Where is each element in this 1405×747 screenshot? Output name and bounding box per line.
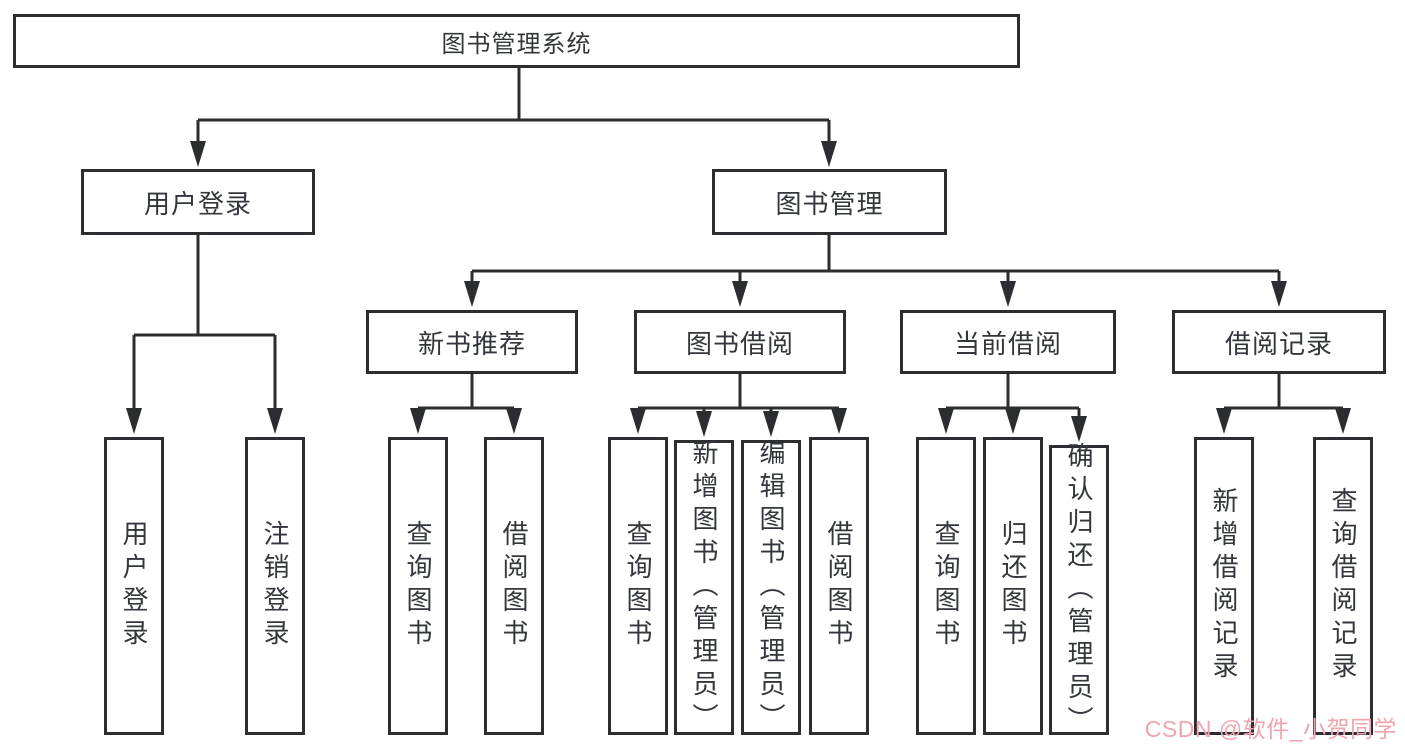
arrowhead: [732, 281, 748, 307]
arrowheads: [126, 141, 1351, 442]
connector-leaf-stems: [416, 408, 1345, 422]
node-root-library-system: 图书管理系统: [13, 14, 1020, 68]
connector-book-management-to-level3: [470, 235, 1281, 286]
node-label: 图书管理: [775, 188, 884, 219]
arrowhead: [1271, 281, 1287, 307]
leaf-logout: 注销登录: [245, 437, 305, 735]
arrowhead: [1335, 408, 1351, 434]
arrowhead: [938, 408, 954, 434]
node-label: 新增借阅记录: [1209, 487, 1239, 685]
node-label: 当前借阅: [953, 328, 1062, 359]
node-label: 归还图书: [998, 520, 1028, 652]
node-label: 新书推荐: [417, 328, 526, 359]
leaf-query-books-recommend: 查询图书: [388, 437, 448, 735]
node-label: 用户登录: [143, 188, 252, 219]
arrowhead: [630, 408, 646, 434]
node-book-borrowing: 图书借阅: [634, 310, 846, 374]
arrowhead: [1216, 408, 1232, 434]
leaf-borrow-books-recommend: 借阅图书: [484, 437, 544, 735]
leaf-borrow-books: 借阅图书: [809, 437, 869, 735]
node-label: 用户登录: [119, 520, 149, 652]
leaf-add-borrow-record: 新增借阅记录: [1194, 437, 1254, 735]
node-new-book-recommendation: 新书推荐: [366, 310, 578, 374]
node-label: 编辑图书（管理员）: [756, 439, 786, 736]
arrowhead: [506, 408, 522, 434]
node-book-management: 图书管理: [712, 169, 947, 235]
arrowhead: [1000, 281, 1016, 307]
node-label: 确认归还（管理员）: [1064, 441, 1094, 739]
node-label: 查询图书: [403, 520, 433, 652]
node-label: 查询借阅记录: [1328, 487, 1358, 685]
arrowhead: [126, 408, 142, 434]
arrowhead: [696, 411, 712, 437]
leaf-query-borrow-record: 查询借阅记录: [1313, 437, 1373, 735]
leaf-confirm-return-admin: 确认归还（管理员）: [1049, 442, 1109, 739]
node-label: 图书借阅: [685, 328, 794, 359]
leaf-edit-books-admin: 编辑图书（管理员）: [741, 439, 801, 736]
arrowhead: [267, 408, 283, 434]
connector-root-to-level2: [196, 68, 831, 146]
arrowhead: [763, 411, 779, 437]
node-borrowing-records: 借阅记录: [1172, 310, 1386, 374]
connector-user-login-to-leaves: [132, 235, 277, 412]
leaf-return-books: 归还图书: [983, 437, 1043, 735]
arrowhead: [831, 408, 847, 434]
node-label: 新增图书（管理员）: [689, 439, 719, 736]
node-label: 查询图书: [931, 520, 961, 652]
arrowhead: [1005, 408, 1021, 434]
arrowhead: [1071, 416, 1087, 442]
arrowhead: [190, 141, 206, 167]
node-label: 借阅图书: [499, 520, 529, 652]
node-label: 注销登录: [260, 520, 290, 652]
leaf-add-books-admin: 新增图书（管理员）: [674, 439, 734, 736]
node-label: 借阅图书: [824, 520, 854, 652]
connector-level3-to-leaf-splits: [418, 374, 1343, 410]
arrowhead: [410, 408, 426, 434]
arrowhead: [821, 141, 837, 167]
node-label: 查询图书: [623, 520, 653, 652]
leaf-user-login: 用户登录: [104, 437, 164, 735]
arrowhead: [464, 281, 480, 307]
leaf-query-books-current: 查询图书: [916, 437, 976, 735]
leaf-query-books-borrow: 查询图书: [608, 437, 668, 735]
node-label: 图书管理系统: [441, 30, 592, 58]
node-user-login: 用户登录: [81, 169, 315, 235]
node-current-borrowing: 当前借阅: [900, 310, 1116, 374]
node-label: 借阅记录: [1224, 328, 1333, 359]
